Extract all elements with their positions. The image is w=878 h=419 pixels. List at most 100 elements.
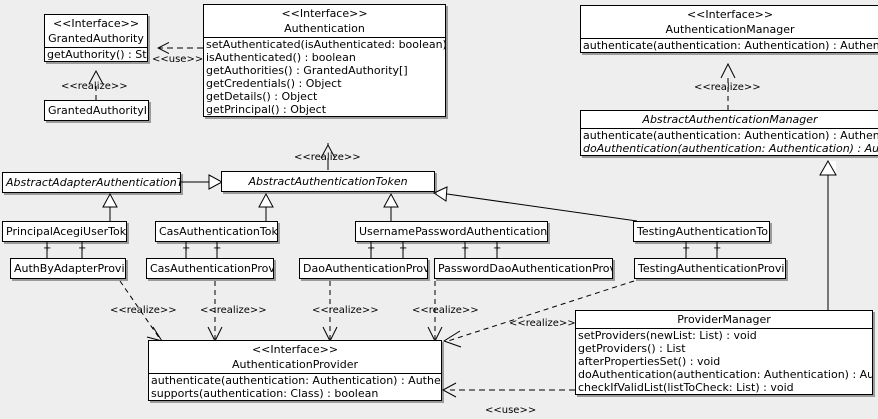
edge-label-use-granted-authority: <<use>> (152, 54, 204, 65)
operation: authenticate(authentication: Authenticat… (151, 374, 441, 387)
class-name: UsernamePasswordAuthenticationToken (359, 225, 548, 238)
operation: getAuthority() : String (47, 48, 147, 61)
operations-compartment: authenticate(authentication: Authenticat… (581, 129, 878, 155)
class-name: AbstractAdapterAuthenticationToken (6, 176, 180, 189)
class-header: <<Interface>> GrantedAuthority (45, 15, 147, 47)
class-header: ProviderManager (576, 311, 872, 328)
class-name: AbstractAuthenticationToken (248, 175, 408, 188)
edge-label-realize-granted-authority-impl: <<realize>> (61, 81, 128, 92)
class-name: GrantedAuthorityImpl (48, 104, 148, 117)
edge-label-realize-password-dao: <<realize>> (412, 305, 479, 316)
class-provider-manager[interactable]: ProviderManager setProviders(newList: Li… (575, 310, 873, 395)
class-granted-authority-impl[interactable]: GrantedAuthorityImpl (44, 100, 149, 121)
class-header: AuthByAdapterProvider (11, 259, 125, 278)
class-name: PrincipalAcegiUserToken (6, 225, 127, 238)
edge-label-realize-cas: <<realize>> (200, 305, 267, 316)
divider (581, 38, 878, 39)
class-header: TestingAuthenticationToken (634, 222, 769, 241)
operations-compartment: authenticate(authentication: Authenticat… (581, 39, 878, 52)
edge-label-realize-abstract-authentication-token: <<realize>> (294, 152, 361, 163)
class-name: AbstractAuthenticationManager (642, 113, 818, 126)
stereotype-label: <<Interface>> (251, 343, 339, 356)
operation: getAuthorities() : GrantedAuthority[] (206, 64, 408, 77)
operation: getDetails() : Object (206, 90, 318, 103)
class-name: AuthenticationProvider (231, 358, 359, 371)
edge-label-realize-testing: <<realize>> (509, 318, 576, 329)
operations-compartment: setAuthenticated(isAuthenticated: boolea… (204, 38, 445, 116)
class-header: CasAuthenticationProvider (147, 259, 273, 278)
association-marker-plus: + (399, 243, 408, 254)
divider (576, 328, 872, 329)
class-header: PasswordDaoAuthenticationProvider (435, 259, 612, 278)
association-marker-plus: + (43, 243, 52, 254)
divider (45, 47, 147, 48)
association-marker-plus: + (78, 243, 87, 254)
class-cas-authentication-token[interactable]: CasAuthenticationToken (155, 221, 278, 242)
class-name: CasAuthenticationProvider (150, 262, 274, 275)
class-auth-by-adapter-provider[interactable]: AuthByAdapterProvider (10, 258, 126, 279)
association-marker-plus: + (367, 243, 376, 254)
class-header: <<Interface>> AuthenticationProvider (149, 341, 441, 373)
stereotype-label: <<Interface>> (686, 8, 774, 21)
class-authentication-manager[interactable]: <<Interface>> AuthenticationManager auth… (580, 5, 878, 53)
divider (581, 128, 878, 129)
class-name: PasswordDaoAuthenticationProvider (438, 262, 612, 275)
class-authentication-provider[interactable]: <<Interface>> AuthenticationProvider aut… (148, 340, 442, 401)
operation: supports(authentication: Class) : boolea… (151, 387, 379, 400)
operation: checkIfValidList(listToCheck: List) : vo… (578, 381, 794, 394)
class-header: DaoAuthenticationProvider (300, 259, 427, 278)
class-abstract-adapter-authentication-token[interactable]: AbstractAdapterAuthenticationToken (2, 172, 181, 193)
operation: getProviders() : List (578, 342, 686, 355)
class-cas-authentication-provider[interactable]: CasAuthenticationProvider (146, 258, 274, 279)
class-header: TestingAuthenticationProvider (635, 259, 785, 278)
class-name: Authentication (284, 22, 365, 35)
class-header: AbstractAdapterAuthenticationToken (3, 173, 180, 192)
association-marker-plus: + (682, 243, 691, 254)
class-abstract-authentication-manager[interactable]: AbstractAuthenticationManager authentica… (580, 110, 878, 156)
operation: afterPropertiesSet() : void (578, 355, 721, 368)
class-name: CasAuthenticationToken (159, 225, 278, 238)
association-marker-plus: + (213, 243, 222, 254)
edge-label-realize-abstract-authentication-manager: <<realize>> (694, 82, 761, 93)
class-header: <<Interface>> AuthenticationManager (581, 6, 878, 38)
association-marker-plus: + (182, 243, 191, 254)
stereotype-label: <<Interface>> (52, 17, 140, 30)
operations-compartment: getAuthority() : String (45, 48, 147, 61)
class-name: ProviderManager (677, 313, 771, 326)
association-marker-plus: + (713, 243, 722, 254)
class-name: DaoAuthenticationProvider (303, 262, 428, 275)
operations-compartment: setProviders(newList: List) : void getPr… (576, 329, 872, 394)
class-authentication[interactable]: <<Interface>> Authentication setAuthenti… (203, 4, 446, 117)
class-principal-acegi-user-token[interactable]: PrincipalAcegiUserToken (2, 221, 127, 242)
divider (149, 373, 441, 374)
class-granted-authority[interactable]: <<Interface>> GrantedAuthority getAuthor… (44, 14, 148, 62)
operations-compartment: authenticate(authentication: Authenticat… (149, 374, 441, 400)
class-password-dao-authentication-provider[interactable]: PasswordDaoAuthenticationProvider (434, 258, 613, 279)
operation: authenticate(authentication: Authenticat… (583, 129, 878, 142)
edge-label-realize-dao: <<realize>> (312, 305, 379, 316)
class-name: GrantedAuthority (48, 32, 144, 45)
class-header: CasAuthenticationToken (156, 222, 277, 241)
operation: getCredentials() : Object (206, 77, 342, 90)
operation: getPrincipal() : Object (206, 103, 327, 116)
class-header: GrantedAuthorityImpl (45, 101, 148, 120)
class-username-password-authentication-token[interactable]: UsernamePasswordAuthenticationToken (355, 221, 548, 242)
class-testing-authentication-provider[interactable]: TestingAuthenticationProvider (634, 258, 786, 279)
operation: doAuthentication(authentication: Authent… (583, 142, 878, 155)
class-abstract-authentication-token[interactable]: AbstractAuthenticationToken (221, 171, 435, 192)
operation: setAuthenticated(isAuthenticated: boolea… (206, 38, 445, 51)
class-header: AbstractAuthenticationManager (581, 111, 878, 128)
stereotype-label: <<Interface>> (281, 7, 368, 20)
edge-label-realize-auth-by-adapter: <<realize>> (110, 305, 177, 316)
class-header: <<Interface>> Authentication (204, 5, 445, 37)
class-testing-authentication-token[interactable]: TestingAuthenticationToken (633, 221, 770, 242)
association-marker-plus: + (461, 243, 470, 254)
class-header: UsernamePasswordAuthenticationToken (356, 222, 547, 241)
edge-label-use-provider-manager: <<use>> (485, 405, 537, 416)
class-header: AbstractAuthenticationToken (222, 172, 434, 191)
class-dao-authentication-provider[interactable]: DaoAuthenticationProvider (299, 258, 428, 279)
association-marker-plus: + (493, 243, 502, 254)
operation: authenticate(authentication: Authenticat… (583, 39, 878, 52)
class-name: AuthByAdapterProvider (14, 262, 125, 275)
